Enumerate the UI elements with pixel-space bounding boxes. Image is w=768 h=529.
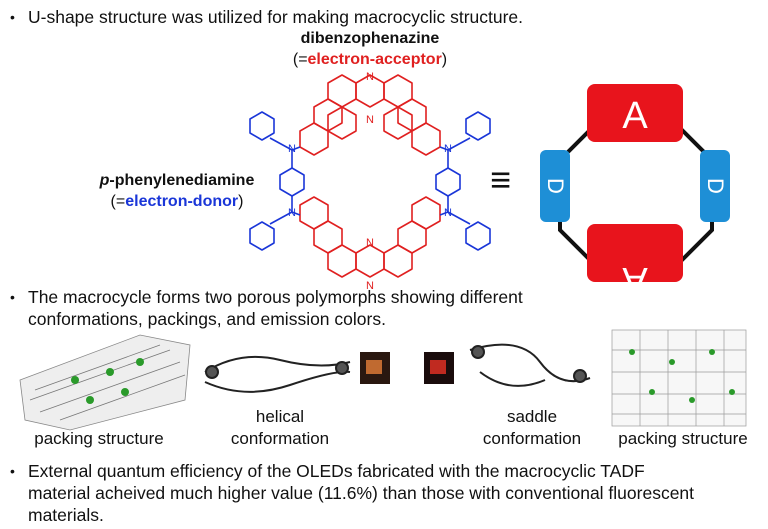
bullet-3: • External quantum efficiency of the OLE… [10,460,730,526]
bullet-2-text: The macrocycle forms two porous polymorp… [28,287,523,329]
donor-name: p-phenylenediamine [82,170,272,191]
donor-letter-right: D [703,178,728,194]
acceptor-box-top [587,84,683,142]
donor-prefix: p [99,172,110,189]
atom-label-n: N [288,207,296,219]
atom-label-n: N [444,207,452,219]
bullet-dot: • [10,289,15,305]
acceptor-letter-top: A [622,95,648,137]
paren-open: (= [292,51,308,68]
caption-helical: helical conformation [210,406,350,450]
bullet-1: • U-shape structure was utilized for mak… [10,6,750,28]
donor-drawing [249,111,491,251]
donor-role-line: (=electron-donor) [82,191,272,212]
caption-saddle-line1: saddle [506,407,558,426]
donor-box-right [700,150,730,222]
acceptor-label: dibenzophenazine (=electron-acceptor) [280,28,460,70]
donor-letter-left: D [543,178,568,194]
emission-photo-saddle [424,352,454,384]
acceptor-role-line: (=electron-acceptor) [280,49,460,70]
donor-name-text: -phenylenediamine [109,172,255,189]
packing-structure-right-image [611,329,747,427]
bullet-1-text: U-shape structure was utilized for makin… [28,7,524,27]
paren-close: ) [441,51,448,68]
donor-label: p-phenylenediamine (=electron-donor) [82,170,272,212]
emission-photo-helical [360,352,390,384]
caption-packing-left: packing structure [34,429,164,448]
donor-role: electron-donor [125,193,239,210]
bullet-dot: • [10,9,15,25]
top-acceptor-drawing [299,74,441,156]
donor-box-left [540,150,570,222]
atom-label-n: N [366,71,374,83]
bullet-dot: • [10,463,15,479]
acceptor-box-bottom [587,224,683,282]
acceptor-role: electron-acceptor [307,51,442,68]
saddle-conformation-image [469,343,591,387]
atom-label-n: N [366,237,374,249]
paren-open: (= [110,193,126,210]
packing-structure-left-image [19,334,191,431]
caption-helical-line2: conformation [230,429,330,448]
bullet-2: • The macrocycle forms two porous polymo… [10,286,710,330]
paren-close: ) [238,193,244,210]
caption-saddle: saddle conformation [462,406,602,450]
atom-label-n: N [288,143,296,155]
acceptor-name: dibenzophenazine [300,30,440,47]
caption-saddle-line2: conformation [482,429,582,448]
helical-conformation-image [204,355,351,393]
atom-label-n: N [366,114,374,126]
atom-label-n: N [444,143,452,155]
caption-helical-line1: helical [255,407,305,426]
bullet-3-text: External quantum efficiency of the OLEDs… [28,461,695,525]
caption-packing-right: packing structure [618,429,748,448]
bottom-acceptor-drawing [299,196,441,278]
equivalence-symbol: ≡ [490,159,512,200]
